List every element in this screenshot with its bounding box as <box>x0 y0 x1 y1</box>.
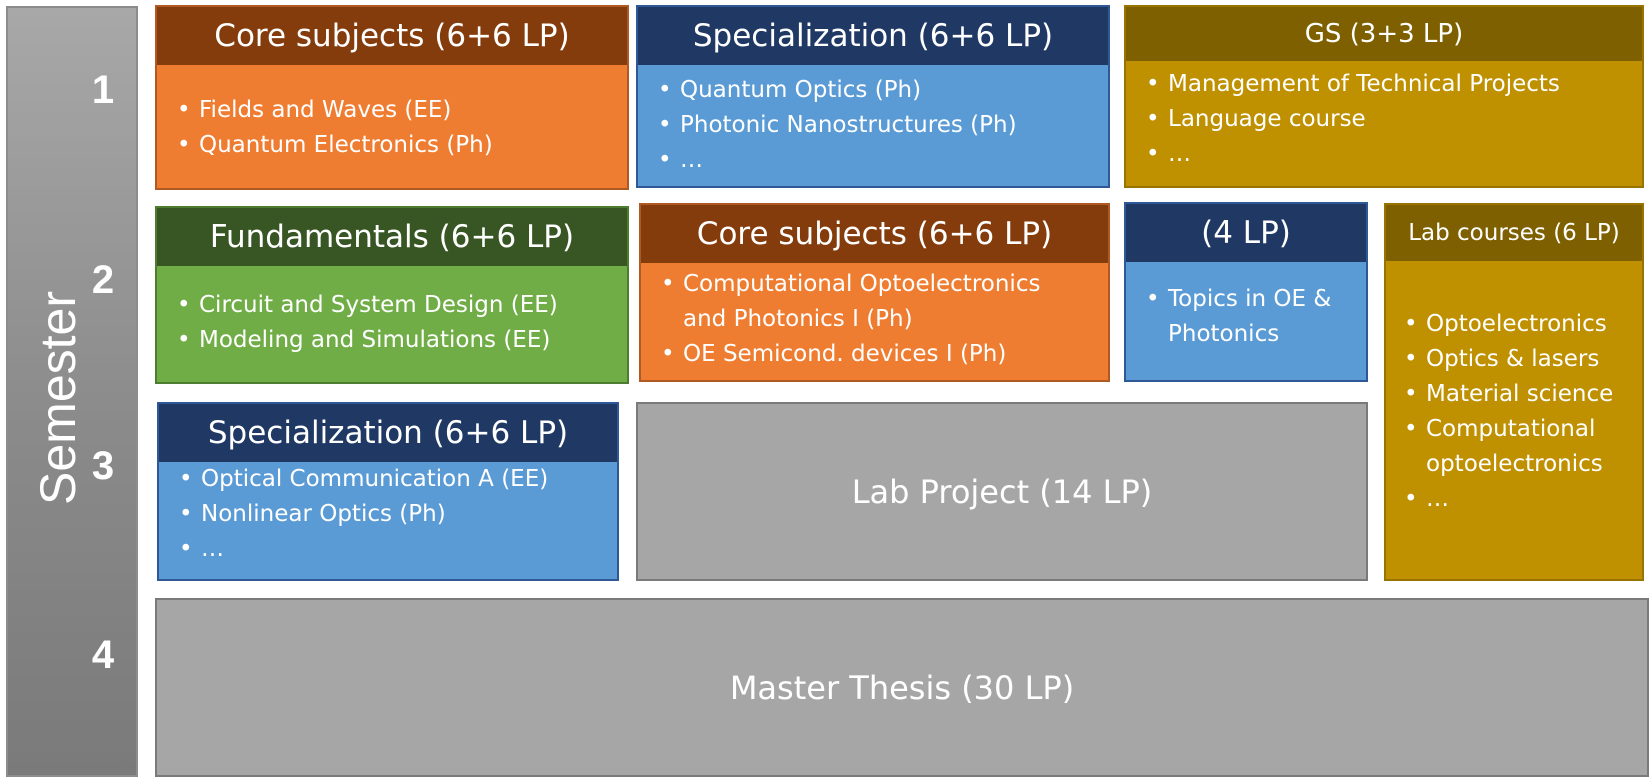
sem3-specialization-list: Optical Communication A (EE) Nonlinear O… <box>159 462 617 567</box>
list-item: Quantum Electronics (Ph) <box>171 128 627 163</box>
list-item: Nonlinear Optics (Ph) <box>173 497 617 532</box>
list-item: Topics in OE & <box>1140 282 1366 317</box>
list-item: … <box>1140 137 1642 172</box>
sem2-topics-title: (4 LP) <box>1126 204 1366 262</box>
sem2-topics-box: (4 LP) Topics in OE & Photonics <box>1124 202 1368 382</box>
sem1-gs-box: GS (3+3 LP) Management of Technical Proj… <box>1124 5 1644 188</box>
list-item: Material science <box>1398 377 1642 412</box>
list-item: Quantum Optics (Ph) <box>652 73 1108 108</box>
sem1-core-subjects-list: Fields and Waves (EE) Quantum Electronic… <box>157 65 627 163</box>
semester-sidebar: Semester <box>6 6 138 777</box>
sem2-core-subjects-box: Core subjects (6+6 LP) Computational Opt… <box>639 203 1110 382</box>
sem3-specialization-title: Specialization (6+6 LP) <box>159 404 617 462</box>
list-item: … <box>1398 482 1642 517</box>
sem1-core-subjects-title: Core subjects (6+6 LP) <box>157 7 627 65</box>
sem2-core-subjects-title: Core subjects (6+6 LP) <box>641 205 1108 263</box>
lab-courses-title: Lab courses (6 LP) <box>1386 205 1642 261</box>
sem1-gs-list: Management of Technical Projects Languag… <box>1126 61 1642 172</box>
list-item: OE Semicond. devices I (Ph) <box>655 337 1108 372</box>
list-item: Photonic Nanostructures (Ph) <box>652 108 1108 143</box>
lab-project-title: Lab Project (14 LP) <box>851 472 1153 511</box>
semester-label: Semester <box>30 291 86 505</box>
list-item: … <box>173 532 617 567</box>
sem2-topics-list: Topics in OE & Photonics <box>1126 262 1366 352</box>
sem2-fundamentals-box: Fundamentals (6+6 LP) Circuit and System… <box>155 206 629 384</box>
list-item: … <box>652 143 1108 178</box>
list-item-continuation: optoelectronics <box>1426 451 1603 477</box>
semester-number-3: 3 <box>91 444 115 488</box>
list-item: Fields and Waves (EE) <box>171 93 627 128</box>
semester-number-2: 2 <box>91 258 115 302</box>
semester-number-1: 1 <box>91 68 115 112</box>
sem1-specialization-list: Quantum Optics (Ph) Photonic Nanostructu… <box>638 65 1108 178</box>
list-item: Computational Optoelectronics <box>655 267 1108 302</box>
sem1-specialization-title: Specialization (6+6 LP) <box>638 7 1108 65</box>
master-thesis-box: Master Thesis (30 LP) <box>155 598 1649 777</box>
sem2-fundamentals-list: Circuit and System Design (EE) Modeling … <box>157 266 627 358</box>
master-thesis-title: Master Thesis (30 LP) <box>729 668 1075 707</box>
list-item: Optoelectronics <box>1398 307 1642 342</box>
semester-number-4: 4 <box>91 633 115 677</box>
list-item: Circuit and System Design (EE) <box>171 288 627 323</box>
list-item: Optics & lasers <box>1398 342 1642 377</box>
list-item-continuation: and Photonics I (Ph) <box>683 306 913 332</box>
list-item: Language course <box>1140 102 1642 137</box>
lab-courses-box: Lab courses (6 LP) Optoelectronics Optic… <box>1384 203 1644 581</box>
sem3-specialization-box: Specialization (6+6 LP) Optical Communic… <box>157 402 619 581</box>
list-item-continuation: Photonics <box>1168 321 1280 347</box>
list-item: Computational <box>1398 412 1642 447</box>
list-item: Management of Technical Projects <box>1140 67 1642 102</box>
sem1-gs-title: GS (3+3 LP) <box>1126 7 1642 61</box>
lab-project-box: Lab Project (14 LP) <box>636 402 1368 581</box>
lab-courses-list: Optoelectronics Optics & lasers Material… <box>1386 261 1642 517</box>
list-item: Optical Communication A (EE) <box>173 462 617 497</box>
sem2-fundamentals-title: Fundamentals (6+6 LP) <box>157 208 627 266</box>
sem1-specialization-box: Specialization (6+6 LP) Quantum Optics (… <box>636 5 1110 188</box>
sem2-core-subjects-list: Computational Optoelectronics and Photon… <box>641 263 1108 372</box>
sem1-core-subjects-box: Core subjects (6+6 LP) Fields and Waves … <box>155 5 629 190</box>
list-item: Modeling and Simulations (EE) <box>171 323 627 358</box>
